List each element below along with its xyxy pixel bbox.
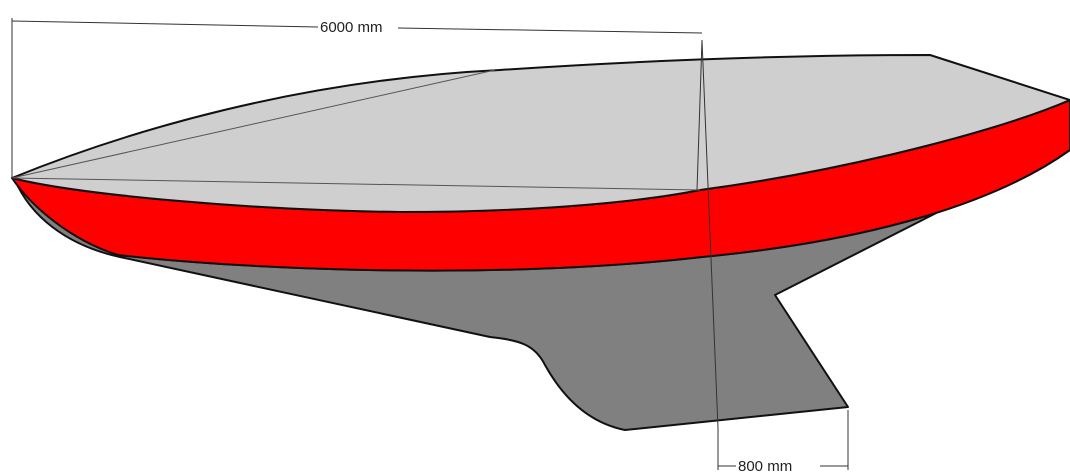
length-dimension-line-left	[11, 20, 319, 28]
length-dimension-label: 6000 mm	[320, 19, 383, 36]
deck-diagonal-line	[11, 69, 496, 179]
station-line	[701, 39, 719, 429]
station-line-deck	[696, 39, 703, 191]
deck-chord-line	[11, 177, 701, 191]
length-dimension-line-right	[397, 27, 703, 34]
keel-dimension-label: 800 mm	[738, 458, 792, 475]
deck-surface	[11, 54, 1070, 213]
